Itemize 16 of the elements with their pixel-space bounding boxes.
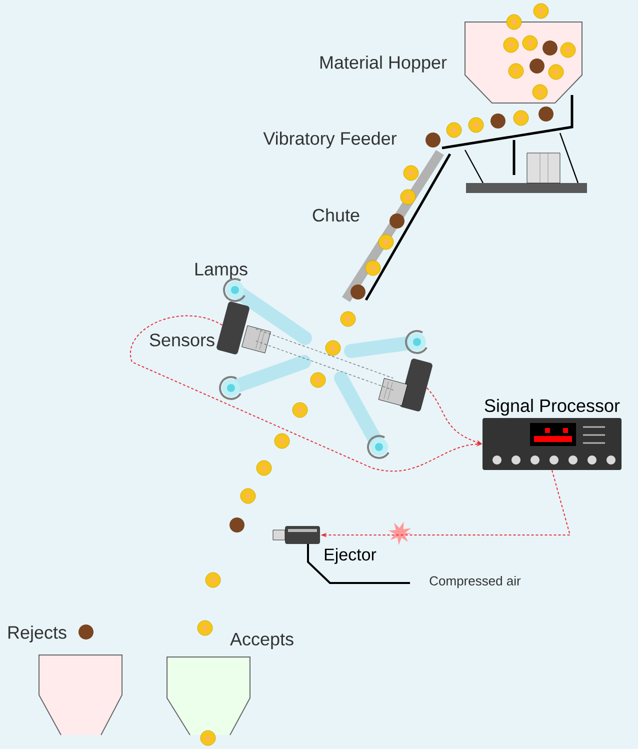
sight-line: [256, 328, 394, 378]
sensor-drawing: [378, 358, 432, 412]
part-label: Accepts: [230, 632, 294, 650]
part-label: Material Hopper: [320, 56, 447, 72]
part-label: Sensors: [150, 334, 214, 346]
part-label: Lamps: [195, 262, 248, 280]
part-label: Chute: [312, 208, 360, 222]
part-label: Compressed air: [430, 576, 521, 588]
part-label: Rejects: [8, 626, 66, 642]
node-label: Signal Processor: [484, 398, 620, 416]
sensor-drawing: [216, 302, 271, 354]
ejector-drawing: [272, 526, 320, 544]
signal-processor: Signal Processor: [482, 398, 622, 470]
part-label: Vibratory Feeder: [263, 132, 397, 148]
ejector-label: Ejector: [324, 548, 376, 564]
sight-line: [256, 340, 394, 390]
